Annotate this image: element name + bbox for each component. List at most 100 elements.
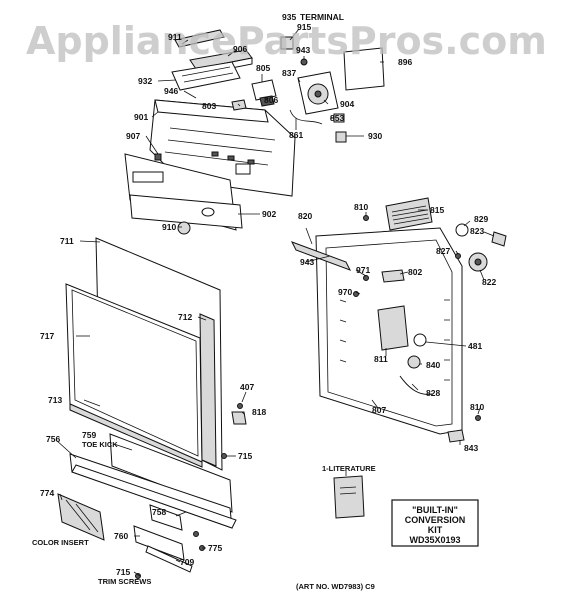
label-715-bottom: 715 [116, 567, 130, 577]
part-774-color-insert [57, 493, 105, 541]
leader-lines [55, 28, 495, 577]
label-837: 837 [282, 68, 296, 78]
label-805: 805 [256, 63, 270, 73]
label-art-number: (ART NO. WD7983) C9 [296, 582, 375, 591]
label-946: 946 [164, 86, 178, 96]
label-407: 407 [240, 382, 254, 392]
toe-kick-assembly [57, 433, 237, 579]
part-828-spring [399, 375, 433, 395]
label-810-top: 810 [354, 202, 368, 212]
label-759: 759 [82, 430, 96, 440]
part-911 [174, 29, 225, 48]
part-829 [455, 223, 469, 237]
part-823 [491, 231, 507, 247]
part-810-screw [363, 215, 369, 221]
part-896-label [343, 47, 385, 91]
label-930: 930 [368, 131, 382, 141]
label-827: 827 [436, 246, 450, 256]
label-935: 935 [282, 12, 296, 22]
part-758-bracket [149, 504, 183, 531]
part-806 [259, 95, 275, 107]
label-823: 823 [470, 226, 484, 236]
label-971: 971 [356, 265, 370, 275]
control-panel-assembly [124, 29, 385, 235]
label-910: 910 [162, 222, 176, 232]
label-810-bottom: 810 [470, 402, 484, 412]
part-815-vent [385, 197, 433, 231]
label-943-top: 943 [296, 45, 310, 55]
label-861: 861 [289, 130, 303, 140]
label-815: 815 [430, 205, 444, 215]
label-811: 811 [374, 354, 388, 364]
kit-line-kit: KIT [428, 525, 443, 535]
label-853: 853 [330, 113, 344, 123]
label-822: 822 [482, 277, 496, 287]
label-970: 970 [338, 287, 352, 297]
part-709 [145, 545, 193, 573]
part-827 [455, 253, 461, 259]
label-843: 843 [464, 443, 478, 453]
label-711: 711 [60, 236, 74, 246]
part-811-dispenser [377, 305, 409, 351]
part-820 [290, 241, 352, 271]
label-943-mid: 943 [300, 257, 314, 267]
kit-line-built-in: "BUILT-IN" [412, 505, 458, 515]
literature-booklet [333, 475, 365, 519]
label-829: 829 [474, 214, 488, 224]
part-481 [413, 333, 427, 347]
label-760: 760 [114, 531, 128, 541]
label-toe-kick: TOE KICK [82, 440, 118, 449]
part-843 [447, 429, 465, 443]
part-971 [363, 275, 369, 281]
label-terminal: TERMINAL [300, 12, 344, 22]
part-805 [251, 79, 277, 101]
part-715-screw [221, 453, 227, 459]
label-758: 758 [152, 507, 166, 517]
watermark-text: AppliancePartsPros.com [26, 19, 547, 63]
label-818: 818 [252, 407, 266, 417]
label-828: 828 [426, 388, 440, 398]
part-932-bracket [171, 61, 241, 91]
label-803: 803 [202, 101, 216, 111]
label-481: 481 [468, 341, 482, 351]
label-911: 911 [168, 32, 182, 42]
label-color-insert: COLOR INSERT [32, 538, 89, 547]
label-trim-screws: TRIM SCREWS [98, 577, 151, 586]
label-901: 901 [134, 112, 148, 122]
label-756: 756 [46, 434, 60, 444]
part-802 [381, 269, 405, 283]
label-907: 907 [126, 131, 140, 141]
part-712-trim [199, 313, 217, 467]
label-774: 774 [40, 488, 54, 498]
part-715-trim-screw [135, 573, 141, 579]
part-713-trim [69, 403, 203, 468]
label-906: 906 [233, 44, 247, 54]
part-759-toe-kick [109, 433, 233, 513]
label-712: 712 [178, 312, 192, 322]
label-807: 807 [372, 405, 386, 415]
part-760 [133, 525, 185, 561]
kit-line-part-number: WD35X0193 [409, 535, 460, 545]
label-775: 775 [208, 543, 222, 553]
part-818 [231, 411, 247, 425]
label-915: 915 [297, 22, 311, 32]
label-806: 806 [264, 95, 278, 105]
label-904: 904 [340, 99, 354, 109]
inner-door-assembly [290, 197, 507, 443]
label-709: 709 [180, 557, 194, 567]
part-902-panel [129, 194, 243, 229]
label-802: 802 [408, 267, 422, 277]
label-932: 932 [138, 76, 152, 86]
label-717: 717 [40, 331, 54, 341]
kit-line-conversion: CONVERSION [405, 515, 466, 525]
outer-door-assembly [65, 237, 247, 471]
part-910-knob [177, 221, 191, 235]
conversion-kit-text: "BUILT-IN" CONVERSION KIT WD35X0193 [405, 505, 466, 545]
part-861-harness [289, 109, 323, 125]
part-labels: 935 TERMINAL 915 911 906 943 896 805 837… [32, 12, 496, 591]
label-896: 896 [398, 57, 412, 67]
label-715-mid: 715 [238, 451, 252, 461]
part-775-screw [193, 531, 199, 537]
label-literature: 1-LITERATURE [322, 464, 376, 473]
